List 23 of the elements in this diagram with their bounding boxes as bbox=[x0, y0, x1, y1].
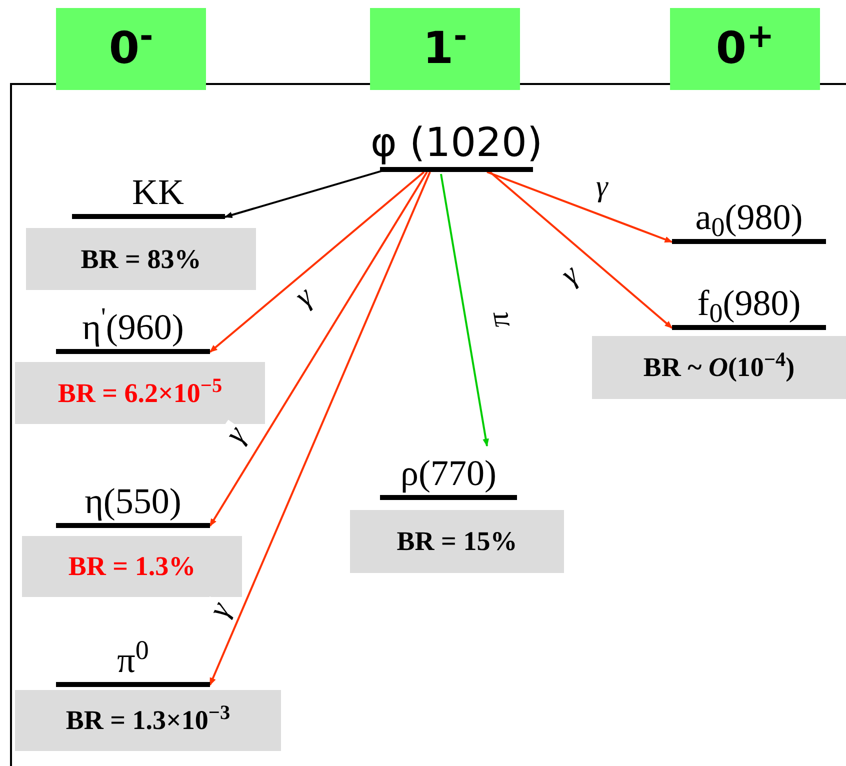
branching-ratio-box: BR = 83% bbox=[26, 228, 256, 290]
arrow bbox=[209, 171, 428, 527]
arrow bbox=[486, 171, 673, 243]
branching-ratio-box: BR = 1.3×10$^{−3}$ bbox=[15, 690, 281, 751]
arrow bbox=[209, 172, 431, 686]
arrow bbox=[209, 171, 425, 353]
branching-ratio-box: BR ~ O(10$^{−4}$) bbox=[592, 336, 846, 399]
branching-ratio-box: BR = 1.3% bbox=[22, 536, 242, 597]
particle-label: η$^{'}$(960) bbox=[82, 309, 184, 349]
branching-ratio-box: BR = 15% bbox=[350, 510, 564, 573]
particle-label: η(550) bbox=[84, 483, 182, 523]
particle-label: ρ(770) bbox=[400, 455, 496, 495]
branching-ratio-box: BR = 6.2×10$^{−5}$ bbox=[15, 362, 265, 424]
particle-label: φ (1020) bbox=[370, 123, 543, 167]
spin-parity-header: 1$^{-}$ bbox=[370, 8, 520, 90]
spin-parity-header: 0$^{-}$ bbox=[56, 8, 206, 90]
particle-label: a$_{0}$(980) bbox=[695, 199, 803, 239]
particle-label: f$_{0}$(980) bbox=[697, 285, 801, 325]
particle-label: KK bbox=[132, 174, 184, 214]
arrow bbox=[489, 171, 673, 329]
spin-parity-header: 0$^{+}$ bbox=[670, 8, 820, 90]
arrow bbox=[440, 174, 489, 447]
particle-label: π$^{0}$ bbox=[117, 642, 149, 682]
